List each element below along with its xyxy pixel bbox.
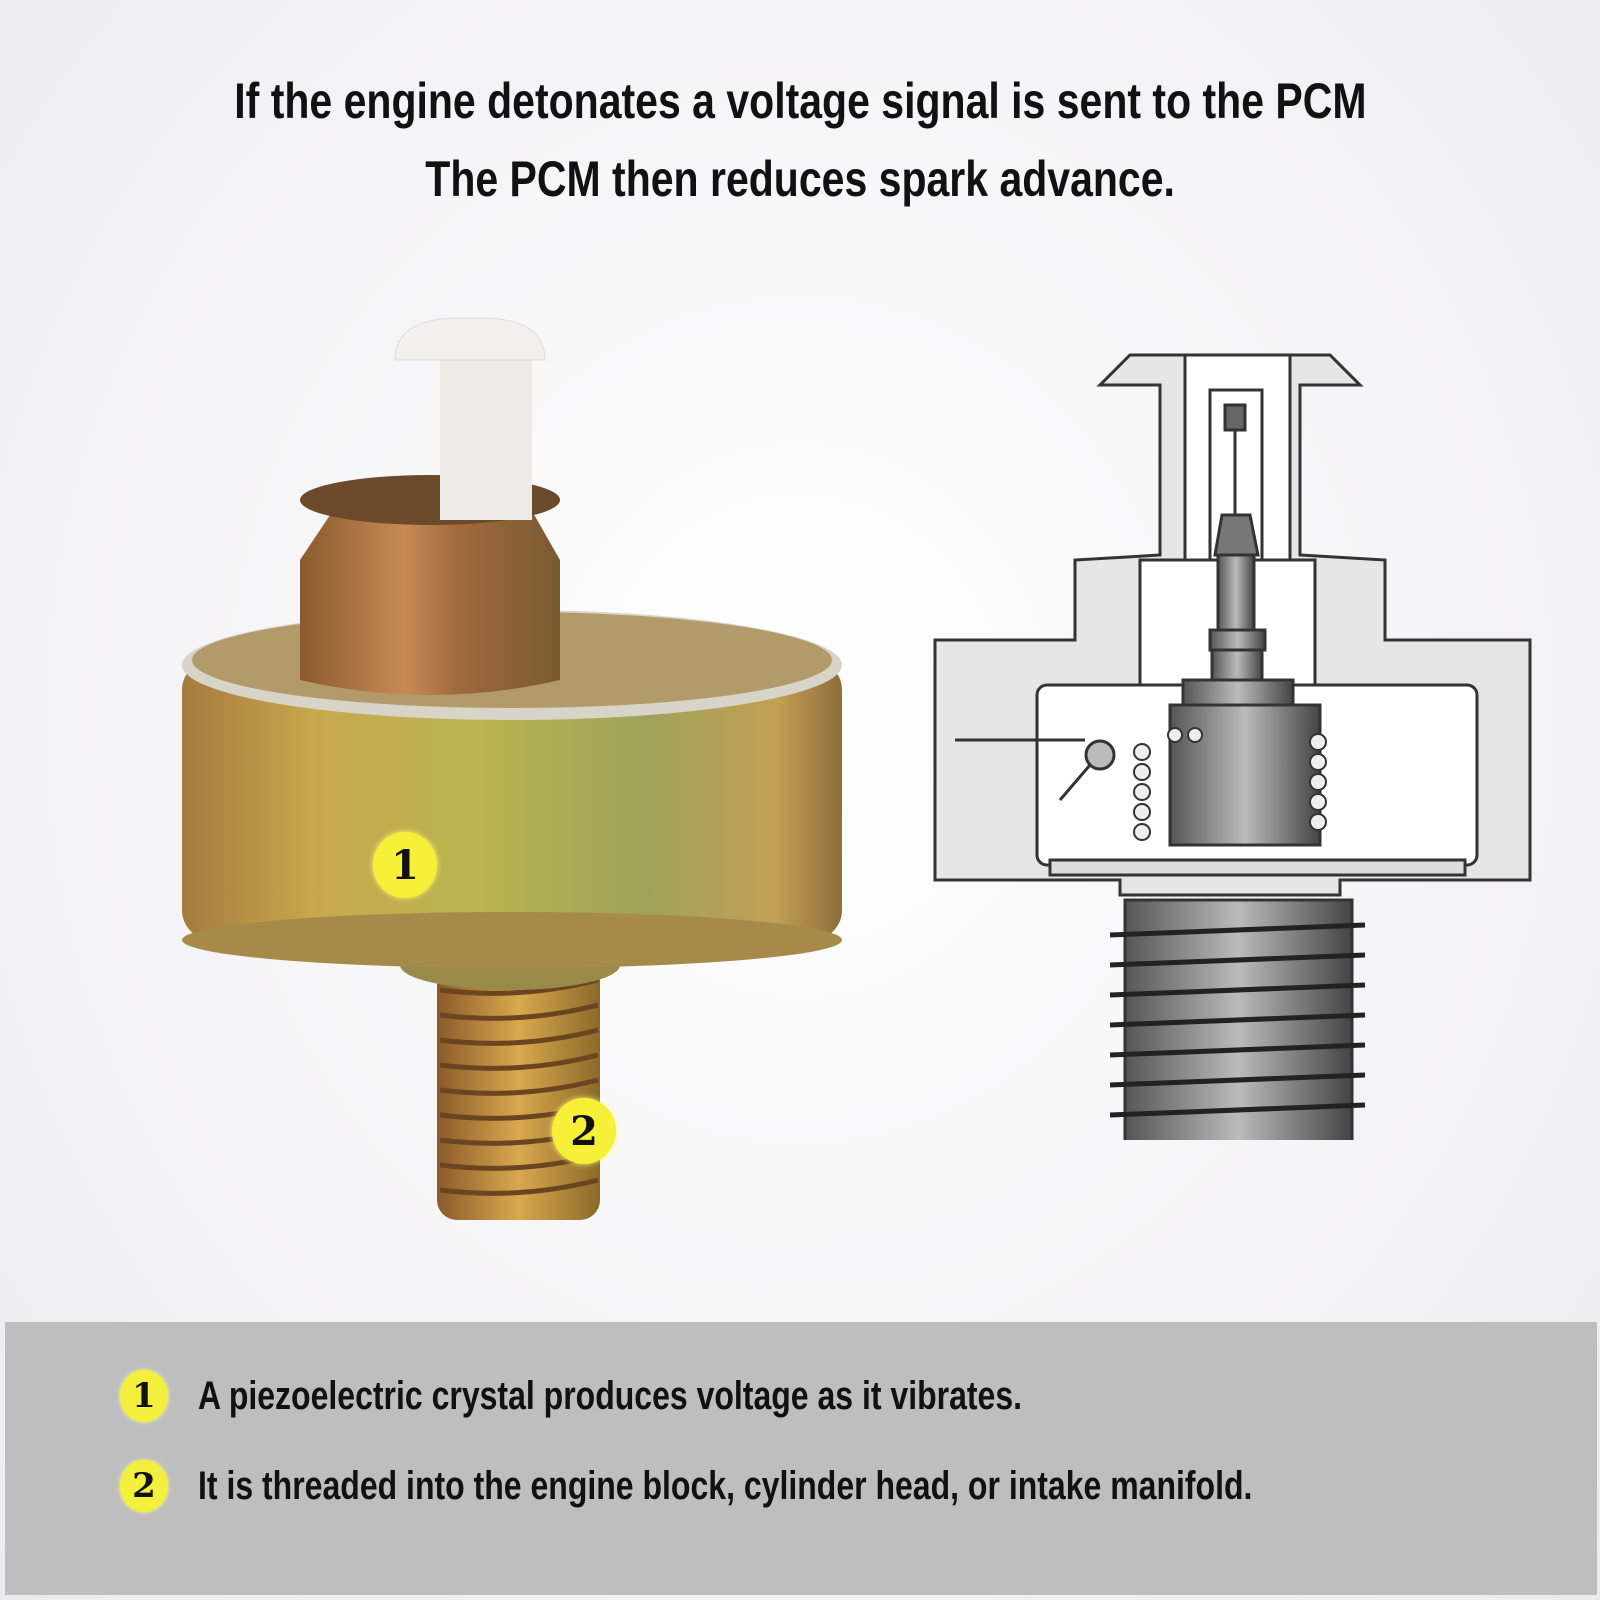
legend-number-badge: 1 xyxy=(120,1370,168,1422)
sensor-connector-cap xyxy=(394,317,546,520)
callout-badge-2: 2 xyxy=(552,1098,616,1164)
callout-badge-1: 1 xyxy=(373,832,437,898)
legend-number-badge: 2 xyxy=(120,1460,168,1512)
headline-text-1: If the engine detonates a voltage signal… xyxy=(233,73,1367,129)
headline-line-1: If the engine detonates a voltage signal… xyxy=(0,72,1600,130)
legend-text: It is threaded into the engine block, cy… xyxy=(198,1463,1253,1508)
sensor-cutaway-diagram xyxy=(933,353,1532,1140)
legend-item-2: 2 It is threaded into the engine block, … xyxy=(120,1460,1516,1512)
legend-text: A piezoelectric crystal produces voltage… xyxy=(198,1373,1023,1418)
legend-panel xyxy=(5,1322,1597,1595)
headline-text-2: The PCM then reduces spark advance. xyxy=(425,151,1175,207)
legend-item-1: 1 A piezoelectric crystal produces volta… xyxy=(120,1370,1228,1422)
headline-line-2: The PCM then reduces spark advance. xyxy=(0,150,1600,208)
sensor-thread xyxy=(437,960,600,1220)
